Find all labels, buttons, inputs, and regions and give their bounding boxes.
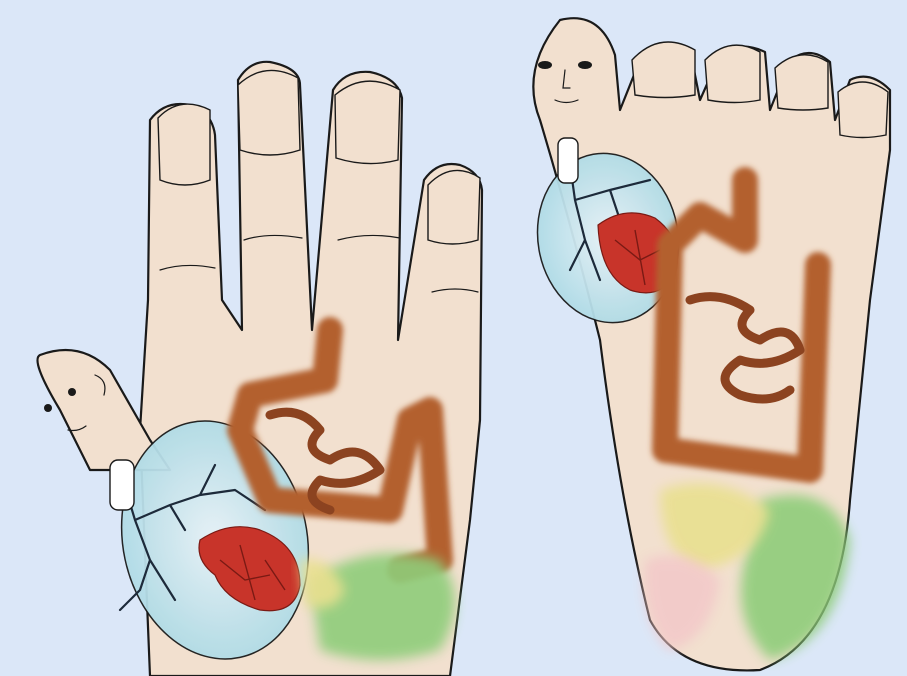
face-eye xyxy=(578,61,592,69)
fingernail xyxy=(335,81,400,163)
face-eye xyxy=(44,404,52,412)
fingernail xyxy=(158,104,210,185)
face-eye xyxy=(538,61,552,69)
fingernail xyxy=(428,170,480,244)
trachea xyxy=(558,138,578,183)
fingernail xyxy=(238,70,300,155)
toenail xyxy=(838,82,888,138)
trachea xyxy=(110,460,134,510)
liver xyxy=(310,553,455,660)
face-eye xyxy=(68,388,76,396)
toenail xyxy=(775,55,828,110)
toenail xyxy=(705,45,760,102)
